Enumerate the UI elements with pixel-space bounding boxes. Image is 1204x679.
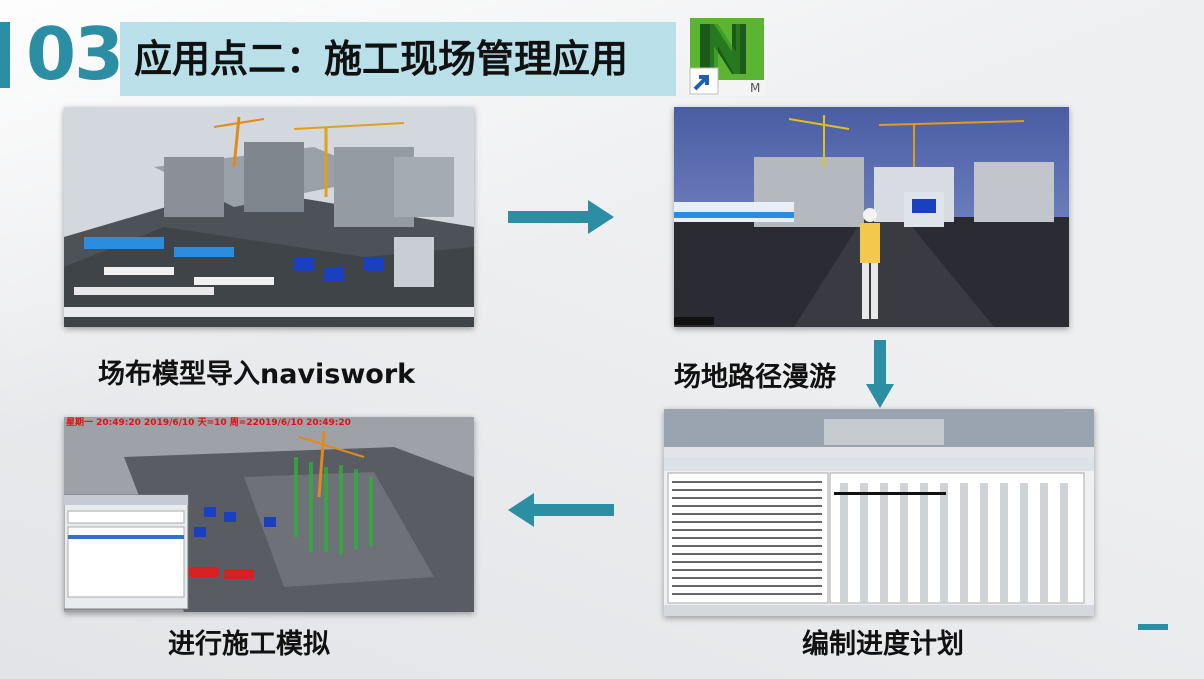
walkthrough-screenshot xyxy=(674,107,1069,327)
navisworks-logo-icon: M xyxy=(688,16,766,96)
corner-accent-line xyxy=(1138,624,1168,630)
caption-site-model: 场布模型导入naviswork xyxy=(98,359,416,390)
svg-text:M: M xyxy=(750,81,760,95)
caption-simulation: 进行施工模拟 xyxy=(168,629,330,660)
slide-title: 应用点二：施工现场管理应用 xyxy=(134,37,629,81)
navisworks-app-icon[interactable]: M xyxy=(688,16,766,96)
site-model-screenshot xyxy=(64,107,474,327)
arrow-left-icon xyxy=(508,493,614,527)
arrow-down-icon xyxy=(866,340,894,408)
title-banner: 应用点二：施工现场管理应用 xyxy=(120,22,676,96)
schedule-screenshot xyxy=(664,409,1094,616)
accent-bar xyxy=(0,22,10,88)
section-number: 03 xyxy=(26,12,124,96)
caption-walkthrough: 场地路径漫游 xyxy=(674,362,836,393)
simulation-screenshot: 星期一 20:49:20 2019/6/10 天=10 周=22019/6/10… xyxy=(64,417,474,612)
arrow-right-icon xyxy=(508,200,614,234)
simulation-time-overlay: 星期一 20:49:20 2019/6/10 天=10 周=22019/6/10… xyxy=(66,417,351,428)
caption-schedule: 编制进度计划 xyxy=(802,629,964,660)
